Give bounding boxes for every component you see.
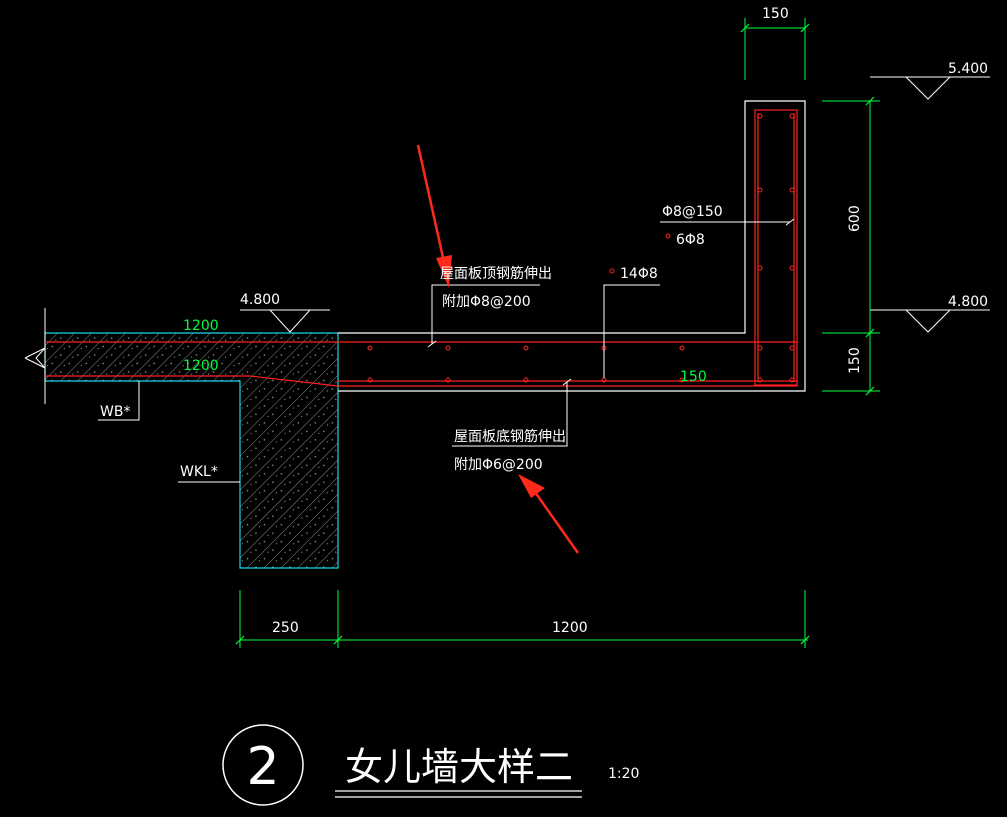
elev-slab-right: 4.800: [948, 294, 988, 310]
label-wb: WB*: [100, 404, 130, 420]
elev-slab-left: 4.800: [240, 292, 280, 308]
elevation-marks: [240, 76, 990, 333]
label-parapet-bars: 6Φ8: [676, 232, 705, 248]
break-symbol: [24, 347, 46, 369]
elev-symbol-top-right: [870, 76, 990, 100]
bottom-rebar: [45, 375, 798, 387]
leader-slab-bars: [603, 284, 660, 378]
title-block: 2 女儿墙大样二 1:20: [222, 724, 639, 806]
arrow-top-head: [436, 255, 452, 288]
label-bottom-rebar-1: 屋面板底钢筋伸出: [454, 428, 566, 445]
dimension-ticks: [235, 23, 875, 645]
dim-parapet-height: 600: [847, 205, 863, 232]
leader-wb: [98, 381, 140, 421]
leader-bottom-rebar: [452, 382, 568, 447]
label-parapet-stirrup: Φ8@150: [662, 204, 723, 220]
elev-symbol-left: [240, 309, 330, 333]
label-top-rebar-2: 附加Φ8@200: [442, 294, 531, 310]
dim-inner-slab-length: 150: [680, 369, 707, 385]
label-top-rebar-1: 屋面板顶钢筋伸出: [440, 265, 552, 282]
label-wkl: WKL*: [180, 464, 218, 480]
elev-symbol-mid-right: [870, 309, 990, 333]
dim-beam-width: 250: [272, 620, 299, 636]
arrow-bottom-shaft: [533, 491, 580, 554]
annotation-texts: 150 5.400 4.800 4.800 600 150 1200 1200 …: [100, 6, 988, 636]
detail-number: 2: [246, 737, 279, 797]
detail-scale: 1:20: [608, 766, 639, 782]
leader-ticks: [427, 218, 795, 386]
dim-slab-thickness: 150: [847, 347, 863, 374]
dim-slab-bottom-length: 1200: [183, 358, 219, 374]
overhang-outline: [338, 100, 806, 392]
annotation-arrows: [416, 144, 580, 554]
slab-beam-section: [24, 308, 339, 569]
detail-title: 女儿墙大样二: [345, 745, 573, 789]
label-bottom-rebar-2: 附加Φ6@200: [454, 457, 543, 473]
dim-parapet-width: 150: [762, 6, 789, 22]
label-slab-bars: 14Φ8: [620, 266, 658, 282]
elev-top-right: 5.400: [948, 61, 988, 77]
parapet-outline: [338, 100, 806, 392]
detail-number-circle: [222, 724, 304, 806]
parapet-stirrup: [754, 109, 798, 386]
leader-lines: [98, 221, 790, 483]
leader-top-rebar: [431, 284, 540, 344]
dim-overhang-length: 1200: [552, 620, 588, 636]
dim-slab-top-length: 1200: [183, 318, 219, 334]
arrow-top-shaft: [416, 144, 446, 263]
arrow-bottom-head: [518, 474, 545, 498]
